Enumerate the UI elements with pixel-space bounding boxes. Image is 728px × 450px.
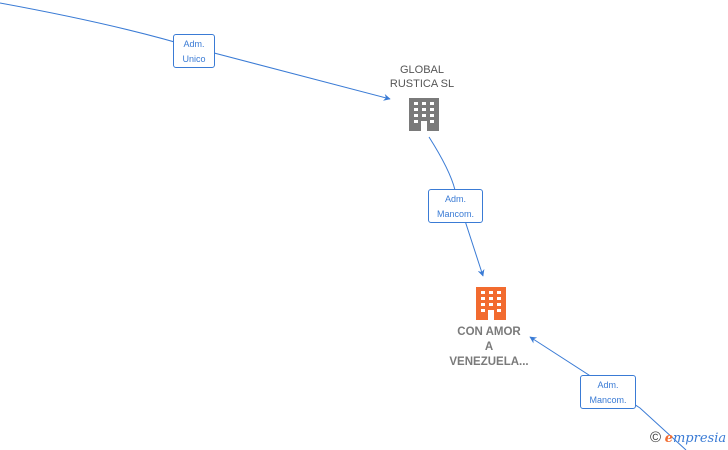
node-label-global-rustica[interactable]: GLOBAL RUSTICA SL (372, 63, 472, 91)
brand-logo-text: mpresia (672, 431, 727, 446)
empresia-watermark: © empresia (650, 429, 726, 446)
edge-label-line: Adm. (444, 194, 466, 204)
edge-label-adm-mancom[interactable]: Adm. Mancom. (580, 375, 636, 409)
edge-adm-mancom-2-line (529, 336, 687, 450)
building-icon[interactable] (476, 287, 506, 320)
node-label-line: A (484, 341, 494, 353)
edge-label-line: Mancom. (436, 209, 474, 219)
node-label-con-amor[interactable]: CON AMOR A VENEZUELA... (430, 325, 548, 370)
brand-logo-letter: e (664, 431, 673, 446)
edge-label-adm-mancom[interactable]: Adm. Mancom. (428, 189, 483, 223)
copyright-icon: © (650, 429, 662, 446)
node-label-line: VENEZUELA... (449, 356, 529, 368)
edge-label-line: Adm. (183, 39, 205, 49)
building-icon[interactable] (409, 98, 439, 131)
node-label-line: GLOBAL (399, 64, 445, 76)
edge-label-adm-unico[interactable]: Adm. Unico (173, 34, 215, 68)
node-label-line: CON AMOR (457, 326, 521, 338)
edge-label-line: Adm. (597, 380, 619, 390)
node-label-line: RUSTICA SL (389, 78, 455, 90)
edge-label-line: Unico (182, 54, 206, 64)
edge-label-line: Mancom. (589, 395, 627, 405)
